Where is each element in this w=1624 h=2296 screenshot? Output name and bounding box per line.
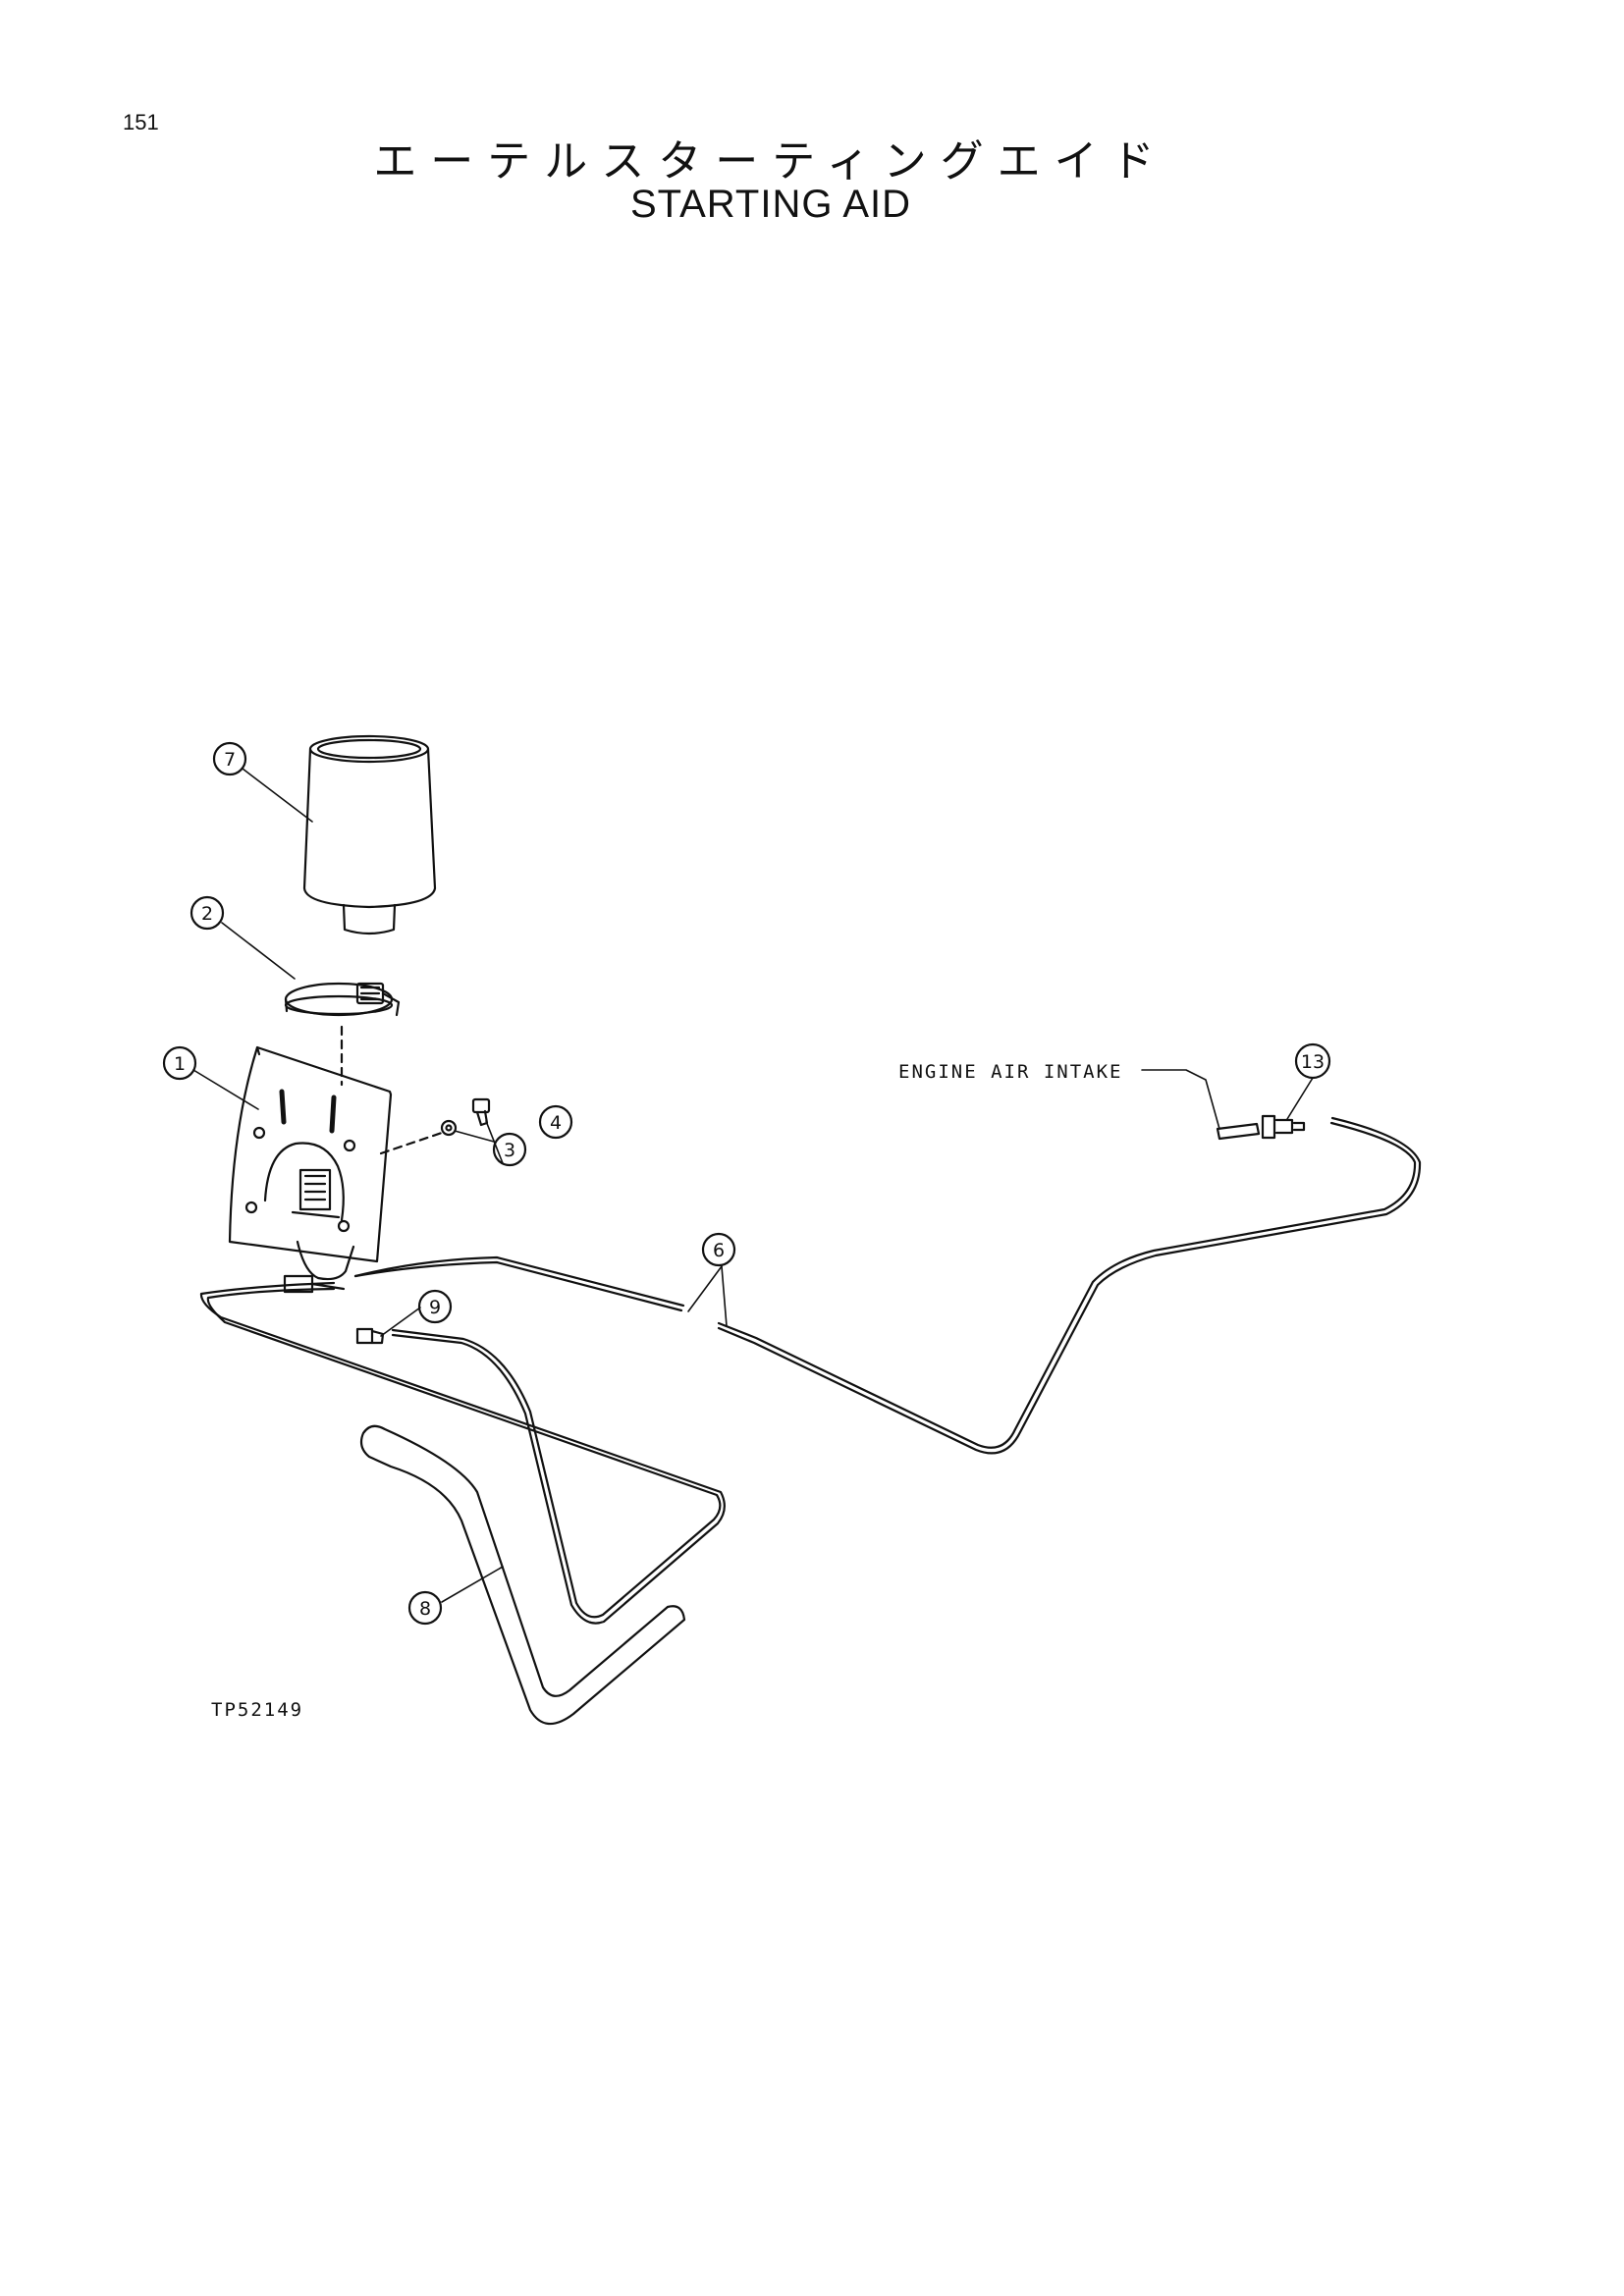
drawing-code-label: TP52149 — [211, 1699, 303, 1721]
callout-6: 6 — [701, 1232, 736, 1267]
callout-3: 3 — [492, 1132, 527, 1167]
engine-air-intake-leader — [1141, 1069, 1220, 1130]
callout-9: 9 — [417, 1289, 453, 1324]
connector-fitting-part — [355, 1327, 385, 1345]
rubber-hose-part — [359, 1424, 686, 1726]
callout-2: 2 — [189, 895, 225, 931]
callout-4: 4 — [538, 1104, 573, 1140]
bolt-part — [471, 1097, 491, 1127]
callout-1-number: 1 — [174, 1053, 186, 1075]
page-title-english: STARTING AID — [629, 183, 912, 226]
callout-8-number: 8 — [419, 1598, 431, 1620]
callout-8: 8 — [407, 1590, 443, 1626]
callout-1: 1 — [162, 1045, 197, 1081]
callout-7: 7 — [212, 741, 247, 776]
callout-2-number: 2 — [201, 903, 213, 925]
callout-7-number: 7 — [224, 749, 236, 771]
tube-line-part — [199, 1116, 1422, 1625]
intake-fitting-part — [1216, 1114, 1306, 1141]
page-title-japanese: エーテルスターティングエイド — [373, 136, 1168, 187]
callout-leaders — [192, 768, 1314, 1603]
bolt-mounting-dash — [379, 1131, 444, 1155]
callout-4-number: 4 — [550, 1112, 562, 1134]
callout-13: 13 — [1294, 1042, 1331, 1080]
callout-9-number: 9 — [429, 1297, 441, 1318]
mounting-bracket-part — [228, 1045, 393, 1294]
band-clamp-part — [284, 982, 401, 1017]
callout-6-number: 6 — [713, 1240, 725, 1261]
callout-13-number: 13 — [1301, 1051, 1325, 1073]
callout-3-number: 3 — [504, 1140, 515, 1161]
washer-part — [440, 1119, 458, 1137]
engine-air-intake-label: ENGINE AIR INTAKE — [898, 1061, 1122, 1083]
page-number: 151 — [123, 110, 159, 134]
ether-cylinder-part — [302, 734, 437, 935]
